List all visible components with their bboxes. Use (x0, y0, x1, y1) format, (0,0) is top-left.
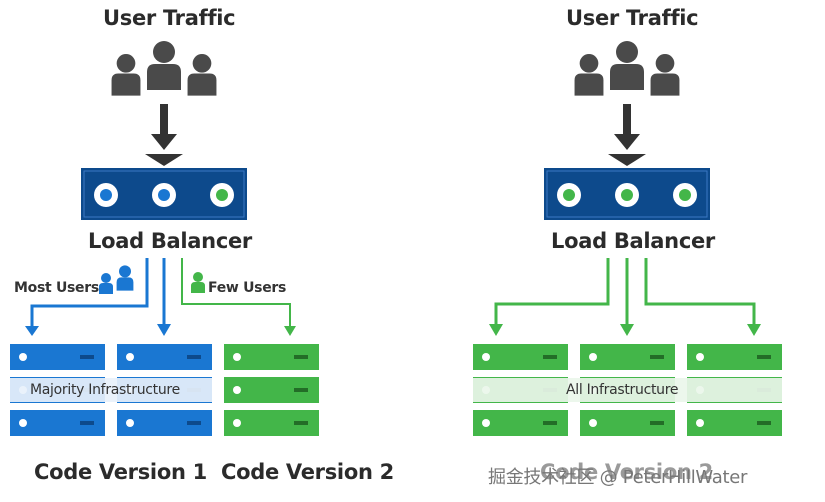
arrow-down-icon (145, 104, 183, 166)
few-users-icon (191, 272, 205, 293)
users-group-icon (111, 41, 217, 96)
right-diagram (473, 41, 782, 436)
server-rack-green-1 (224, 344, 319, 436)
users-group-icon (574, 41, 680, 96)
few-users-label: Few Users (208, 280, 287, 296)
watermark-text: 掘金技术社区 @ PeterHillWater (488, 467, 748, 488)
right-traffic-label: User Traffic (566, 6, 699, 30)
all-infrastructure-label: All Infrastructure (566, 382, 679, 398)
right-balancer-label: Load Balancer (551, 229, 715, 253)
blue-routing-arrows (30, 258, 166, 328)
right-code-version-label: Code Version 2 (540, 460, 713, 484)
green-routing-arrows (494, 258, 756, 326)
most-users-icon (99, 265, 134, 294)
load-balancer (544, 168, 710, 220)
left-diagram (10, 41, 319, 436)
left-balancer-label: Load Balancer (88, 229, 252, 253)
load-balancer (81, 168, 247, 220)
all-infrastructure-band (473, 378, 782, 402)
code-version-2-label: Code Version 2 (221, 460, 394, 484)
arrow-down-icon (608, 104, 646, 166)
majority-infrastructure-band (10, 378, 212, 402)
green-routing-arrow (181, 258, 291, 328)
left-traffic-label: User Traffic (103, 6, 236, 30)
majority-infrastructure-label: Majority Infrastructure (30, 382, 180, 398)
code-version-1-label: Code Version 1 (34, 460, 207, 484)
most-users-label: Most Users (14, 280, 99, 296)
